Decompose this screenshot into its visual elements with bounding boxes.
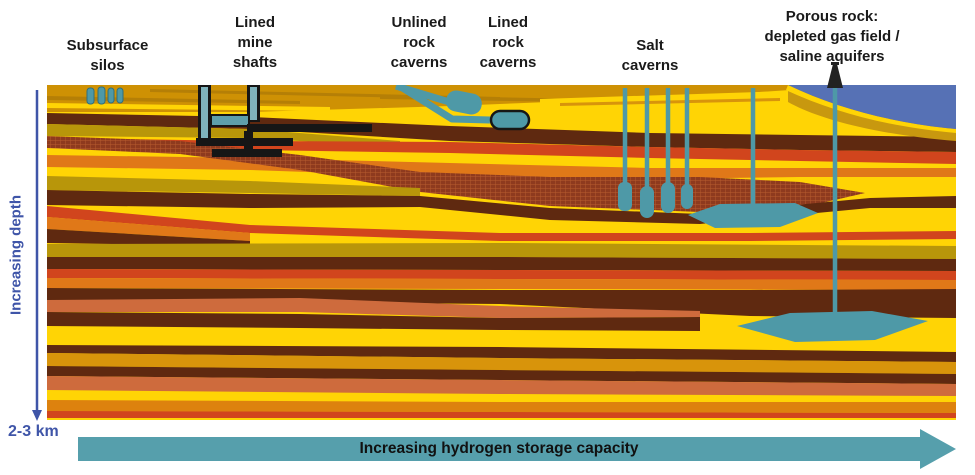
label-lined-mine-shafts: Lined mine shafts xyxy=(232,14,278,71)
subsurface-silos-illustration xyxy=(86,86,124,105)
sediment-band xyxy=(47,278,956,290)
lined-rock-cavern-illustration xyxy=(489,109,531,131)
sediment-band xyxy=(47,312,700,331)
sediment-band xyxy=(47,206,956,241)
sediment-band xyxy=(47,298,700,318)
sediment-band xyxy=(47,113,956,152)
capacity-arrow xyxy=(78,429,956,469)
sediment-band xyxy=(47,176,420,196)
label-salt-caverns: Salt caverns xyxy=(621,37,679,74)
deep-reservoir-lens xyxy=(737,311,928,342)
surface-soil-layer xyxy=(47,85,956,131)
seabed-yellow-sliver xyxy=(786,85,956,133)
geology-cross-section xyxy=(47,85,956,420)
shallow-reservoir-lens xyxy=(688,203,818,228)
sediment-band xyxy=(47,269,956,280)
water-body xyxy=(788,85,956,129)
drilling-derrick-icon xyxy=(827,62,843,88)
sediment-band xyxy=(47,257,956,271)
label-lined-rock-caverns: Lined rock caverns xyxy=(479,14,537,71)
label-porous-rock: Porous rock: depleted gas field / saline… xyxy=(764,8,900,65)
depth-axis-label: Increasing depth xyxy=(7,194,25,316)
sediment-band xyxy=(47,124,400,147)
label-subsurface-silos: Subsurface silos xyxy=(66,37,149,74)
sediment-band xyxy=(47,229,250,246)
sediment-band xyxy=(47,288,956,318)
depth-arrow xyxy=(32,90,42,421)
label-unlined-rock-caverns: Unlined rock caverns xyxy=(390,14,448,71)
soil-streak xyxy=(540,91,790,110)
depth-arrowhead xyxy=(32,410,42,421)
capacity-axis-label: Increasing hydrogen storage capacity xyxy=(359,440,639,457)
sediment-band xyxy=(47,411,956,418)
sediment-band xyxy=(47,376,956,396)
porous-rock-wells-illustration xyxy=(688,88,928,342)
seabed-gold-layer xyxy=(788,91,956,141)
sediment-band xyxy=(47,345,956,362)
sediment-band xyxy=(47,217,250,241)
mine-shafts-illustration xyxy=(196,85,372,157)
salt-caverns-illustration xyxy=(618,88,693,218)
sediment-band xyxy=(47,400,956,413)
unlined-rock-cavern-illustration xyxy=(394,85,491,124)
sediment-band xyxy=(47,243,956,259)
sediment-band xyxy=(47,353,956,374)
capacity-arrowhead xyxy=(920,429,956,469)
depth-range-value: 2-3 km xyxy=(8,423,59,440)
sediment-band xyxy=(47,366,956,384)
